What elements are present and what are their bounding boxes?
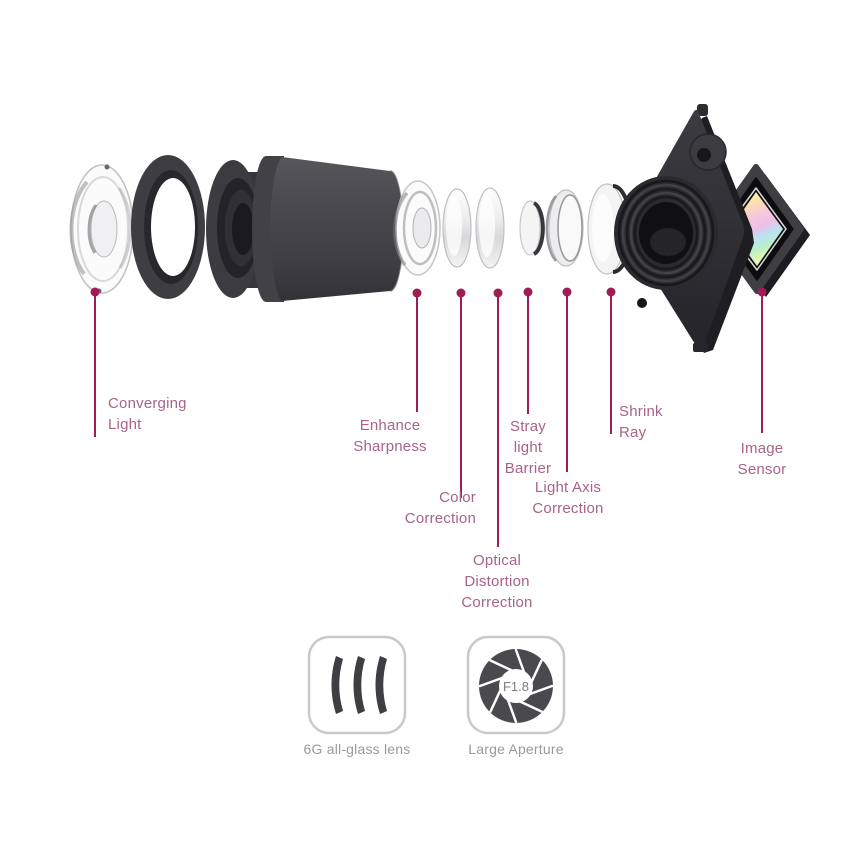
leader-dots [90, 287, 767, 298]
lens-elements-icon [307, 635, 407, 735]
leader-lines [94, 292, 763, 547]
callout-optical-distortion-correction: Optical Distortion Correction [461, 552, 533, 611]
callout-converging-light: Converging Light [108, 395, 187, 433]
aperture-value: F1.8 [503, 679, 529, 694]
feature-label-all-glass-lens: 6G all-glass lens [303, 741, 411, 757]
callout-image-sensor: Image Sensor [737, 440, 787, 478]
lens-mount [614, 104, 754, 353]
lens-barrel [252, 156, 404, 302]
lens-element-5 [545, 189, 584, 267]
inner-lens-elements [393, 180, 633, 276]
lens-element-2 [442, 188, 472, 268]
front-lens-element [69, 164, 134, 294]
lens-element-6 [587, 183, 633, 275]
lens-element-4 [519, 200, 545, 256]
callout-shrink-ray: Shrink Ray [619, 403, 663, 441]
callout-light-axis-correction: Light Axis Correction [532, 479, 604, 517]
callout-enhance-sharpness: Enhance Sharpness [353, 417, 427, 455]
aperture-icon: F1.8 [466, 635, 566, 735]
callout-stray-light-barrier: Stray light Barrier [504, 418, 552, 477]
lens-element-3 [475, 187, 505, 269]
feature-label-large-aperture: Large Aperture [468, 741, 564, 757]
callout-color-correction: Color Correction [404, 489, 476, 527]
trim-ring [131, 155, 205, 299]
lens-element-1 [393, 180, 441, 276]
